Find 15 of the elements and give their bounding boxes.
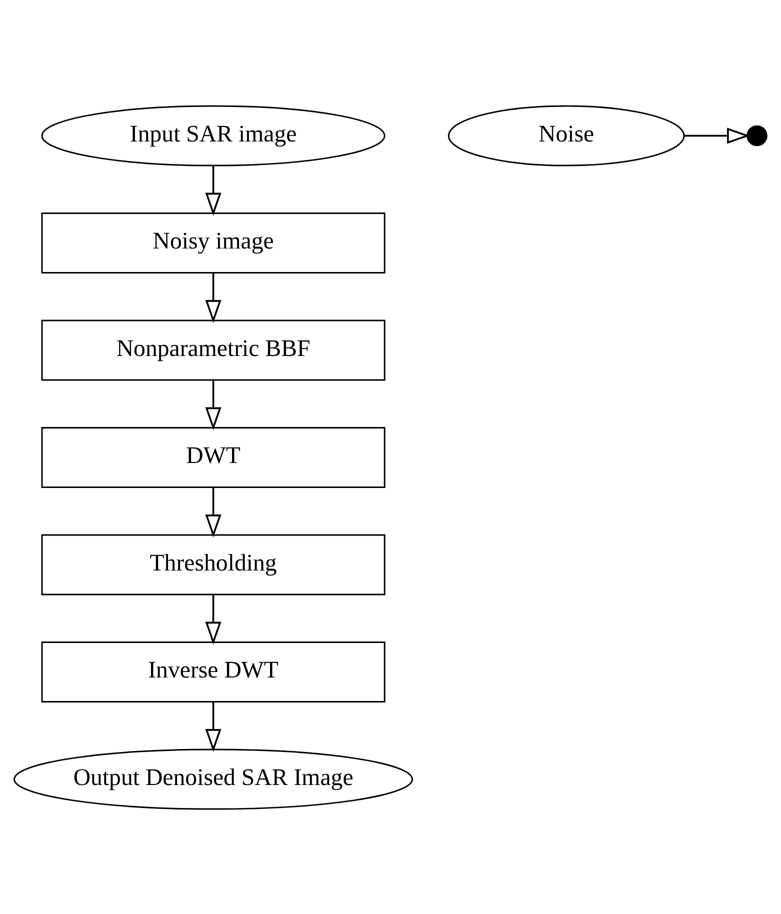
arrow (205, 165, 222, 216)
arrow (205, 380, 222, 430)
node-ellipse: Noise (448, 104, 685, 166)
arrow (205, 701, 222, 752)
node-ellipse: Input SAR image (41, 104, 386, 166)
node-box: Thresholding (41, 534, 386, 595)
node-box: DWT (41, 426, 386, 488)
arrow (205, 272, 222, 323)
node-box: Nonparametric BBF (41, 319, 386, 380)
node-cross (746, 124, 768, 146)
arrow (205, 594, 222, 644)
node-box: Noisy image (41, 212, 386, 274)
node-box: Inverse DWT (41, 640, 386, 702)
arrow (205, 486, 222, 538)
node-ellipse: Output Denoised SAR Image (14, 748, 414, 810)
